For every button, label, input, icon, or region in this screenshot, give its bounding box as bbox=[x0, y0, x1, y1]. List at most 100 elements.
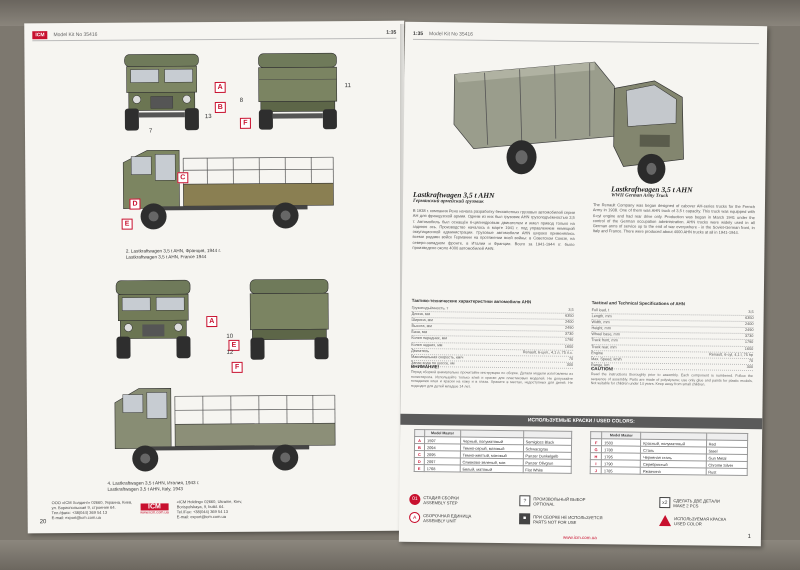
truck-side-view-2 bbox=[114, 388, 336, 472]
callout-a: A bbox=[214, 81, 226, 94]
legend-assembly-unit-en: ASSEMBLY UNIT bbox=[423, 517, 457, 523]
spec-en-label: Width, mm bbox=[591, 320, 610, 325]
spec-ru-value: 2400 bbox=[565, 319, 574, 325]
spec-en-value: 1650 bbox=[744, 346, 754, 351]
part-number-13: 13 bbox=[204, 114, 212, 121]
title-en-line2: WWII German Army Truck bbox=[611, 193, 669, 200]
specs-ru-title: Тактико-технические характеристики автом… bbox=[411, 297, 532, 305]
spec-en-value: 300 bbox=[746, 364, 754, 369]
right-page-header: 1:35 Model Kit No 35416 bbox=[412, 27, 760, 45]
spec-ru-label: Колея задних, мм bbox=[411, 342, 443, 347]
legend-assembly-step-en: ASSEMBLY STEP bbox=[423, 499, 458, 505]
callout-b: B bbox=[214, 101, 226, 114]
used-color-icon bbox=[659, 514, 672, 527]
icm-logo: ICM bbox=[32, 30, 48, 39]
right-model-kit-number: Model Kit No 35416 bbox=[429, 30, 474, 38]
spec-ru-label: Ширина, мм bbox=[411, 318, 433, 323]
left-page-header: ICM Model Kit No 35416 1:35 bbox=[32, 26, 397, 42]
truck-front-view-2 bbox=[115, 279, 191, 359]
callout-d: D bbox=[129, 198, 141, 210]
spec-ru-value: 2490 bbox=[564, 326, 574, 331]
address-ru: ООО «ICM Холдинг» 02660, Украина, Киев, … bbox=[52, 500, 133, 521]
right-page-number: 1 bbox=[747, 534, 751, 541]
callout-c: C bbox=[177, 172, 189, 184]
scale-label: 1:35 bbox=[386, 29, 397, 36]
spec-ru-value: 6350 bbox=[565, 313, 574, 318]
footer-logo-block: ICM www.icm.com.ua bbox=[140, 503, 169, 515]
paint-name-ru: Ржавчина bbox=[640, 467, 706, 476]
left-page: ICM Model Kit No 35416 1:35 A B F 7 13 8… bbox=[24, 20, 408, 534]
spec-en-label: Track rear, mm bbox=[591, 344, 617, 349]
parts-not-for-use-icon: ■ bbox=[519, 513, 531, 525]
history-ru: В 1938 г. компания Рено начала разработк… bbox=[412, 207, 575, 251]
part-number-12: 12 bbox=[226, 349, 234, 356]
paint-code: 1768 bbox=[424, 464, 461, 473]
spec-en-value: 2490 bbox=[744, 328, 754, 333]
spec-en-value: 2400 bbox=[745, 322, 754, 327]
warning-ru-title: ВНИМАНИЕ! bbox=[410, 363, 440, 370]
legend-parts-not-for-use-en: PARTS NOT FOR USE bbox=[533, 518, 577, 525]
spec-en-label: Full load, t bbox=[591, 308, 610, 313]
address-en-line4: E-mail: export@icm.com.ua bbox=[176, 513, 226, 520]
assembly-unit-icon: A bbox=[409, 511, 421, 524]
warning-en-title: CAUTION! bbox=[590, 366, 614, 372]
part-number-11: 11 bbox=[344, 83, 351, 90]
address-ru-line4: E-mail: export@icm.com.ua bbox=[51, 514, 101, 521]
spec-en-value: 70 bbox=[748, 358, 754, 363]
specs-en-title: Tactical and Technical Specifications of… bbox=[591, 300, 685, 307]
callout-f: F bbox=[239, 117, 251, 129]
spec-ru-value: Renault, 6-цил., 4,1 л, 75 л.с. bbox=[522, 349, 574, 355]
left-page-footer: ООО «ICM Холдинг» 02660, Украина, Киев, … bbox=[38, 493, 398, 526]
warning-ru-text: Перед сборкой внимательно прочитайте инс… bbox=[410, 369, 573, 389]
legend-used-color-en: USED COLOR bbox=[674, 520, 702, 526]
spec-ru-value: 3730 bbox=[564, 332, 574, 337]
spec-en-value: Renault, 6-cyl, 4,1 l, 75 hp bbox=[709, 352, 754, 357]
part-number-8: 8 bbox=[239, 97, 244, 104]
truck-side-view-1 bbox=[122, 149, 334, 230]
legend-make-2-pcs-en: MAKE 2 PCS bbox=[673, 502, 699, 508]
right-scale-label: 1:35 bbox=[413, 30, 424, 37]
spec-en-label: Max. Speed, km/h bbox=[591, 356, 622, 362]
truck-front-view-1 bbox=[124, 53, 199, 131]
spec-ru-value: 70 bbox=[568, 356, 574, 361]
callout-a-2: A bbox=[206, 315, 218, 328]
truck-photo bbox=[443, 44, 695, 188]
used-colors-title: ИСПОЛЬЗУЕМЫЕ КРАСКИ / USED COLORS: bbox=[400, 413, 763, 430]
spec-ru-label: Грузоподъёмность, т bbox=[411, 305, 449, 311]
spec-ru-label: Длина, мм bbox=[411, 312, 431, 317]
assembly-step-icon: 01 bbox=[409, 493, 421, 506]
spec-ru-label: Двигатель bbox=[411, 348, 430, 353]
variant-4-caption-en: Lastkraftwagen 3,5 t AHN, Italy, 1943 bbox=[107, 486, 183, 492]
part-number-7: 7 bbox=[148, 128, 153, 135]
title-ru-line2: Германский армейский грузовик bbox=[412, 198, 484, 205]
paint-name-en: Flat White bbox=[522, 465, 572, 474]
spec-ru-label: Высота, мм bbox=[411, 324, 432, 329]
spec-en-label: Track front, mm bbox=[591, 338, 618, 343]
address-en: «ICM Holding» 02660, Ukraine, Kiev, Bori… bbox=[177, 499, 243, 519]
spec-en-value: 1790 bbox=[744, 340, 754, 345]
warning-en-text: Read the instructions thoroughly prior t… bbox=[590, 372, 753, 387]
history-en: The Renault Company was began designed o… bbox=[592, 202, 755, 236]
spec-en-value: 3,5 bbox=[748, 310, 754, 315]
spec-en-value: 6350 bbox=[745, 316, 754, 321]
truck-rear-view-1 bbox=[258, 52, 338, 130]
paint-code: 1785 bbox=[601, 466, 641, 475]
legend-optional-en: OPTIONAL bbox=[533, 500, 555, 507]
model-kit-number: Model Kit No 35416 bbox=[53, 31, 98, 38]
spec-ru-value: 300 bbox=[566, 362, 574, 367]
make-2-pcs-icon: x2 bbox=[659, 496, 671, 509]
footer-website[interactable]: www.icm.com.ua bbox=[140, 510, 169, 515]
variant-2-caption-en: Lastkraftwagen 3,5 t AHN, France 1944 bbox=[125, 254, 207, 260]
optional-icon: ? bbox=[519, 495, 531, 507]
